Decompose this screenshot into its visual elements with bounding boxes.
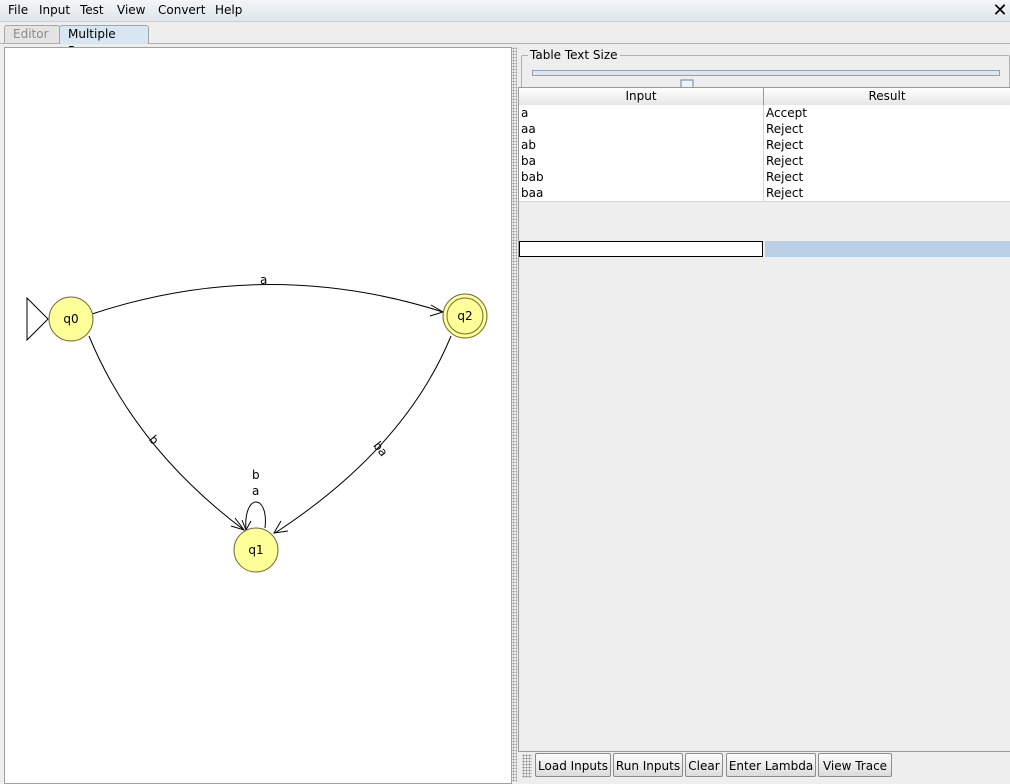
- result-cell-selected[interactable]: [765, 241, 1010, 257]
- table-header: Input Result: [519, 88, 1010, 106]
- result-cell: Reject: [766, 138, 804, 152]
- arrowhead-q2-q1: [273, 520, 289, 534]
- tab-editor[interactable]: Editor: [4, 25, 60, 43]
- menu-view[interactable]: View: [117, 3, 146, 17]
- input-cell[interactable]: a: [519, 105, 764, 121]
- split-pane-divider[interactable]: [512, 47, 517, 782]
- transition-label-q2-q1: ba: [370, 439, 390, 459]
- transition-q0-q2: [91, 284, 444, 315]
- menu-bar: File Input Test View Convert Help ✕: [0, 0, 1010, 22]
- transition-q0-q1: [88, 335, 245, 531]
- state-q0: q0: [48, 296, 94, 342]
- input-cell[interactable]: ba: [519, 153, 764, 169]
- arrowhead-q0-q1: [230, 517, 246, 531]
- state-label-q2: q2: [457, 309, 472, 323]
- clear-button[interactable]: Clear: [685, 753, 723, 777]
- table-text-size-legend: Table Text Size: [528, 48, 620, 62]
- input-cell[interactable]: bab: [519, 169, 764, 185]
- menu-input[interactable]: Input: [39, 3, 71, 17]
- view-trace-button[interactable]: View Trace: [818, 753, 892, 777]
- transition-q2-q1: [274, 335, 452, 534]
- result-cell: Accept: [766, 106, 807, 120]
- input-cell[interactable]: baa: [519, 185, 764, 201]
- table-text-size-group: Table Text Size: [521, 48, 1010, 93]
- menu-file[interactable]: File: [8, 3, 29, 17]
- input-cell[interactable]: ab: [519, 137, 764, 153]
- menu-test[interactable]: Test: [80, 3, 104, 17]
- loop-label-b: b: [252, 468, 260, 482]
- column-header-result[interactable]: Result: [868, 89, 906, 103]
- result-cell: Reject: [766, 186, 804, 200]
- result-cell: Reject: [766, 154, 804, 168]
- run-inputs-button[interactable]: Run Inputs: [613, 753, 683, 777]
- column-header-input[interactable]: Input: [519, 88, 764, 105]
- enter-lambda-button[interactable]: Enter Lambda: [726, 753, 816, 777]
- state-label-q0: q0: [63, 312, 78, 326]
- menu-help[interactable]: Help: [215, 3, 243, 17]
- input-cell-editor[interactable]: [519, 241, 763, 257]
- tab-bar: Editor Multiple Run: [0, 21, 1010, 58]
- state-label-q1: q1: [248, 543, 263, 557]
- tab-multiple-run[interactable]: Multiple Run: [59, 25, 149, 58]
- menu-convert[interactable]: Convert: [158, 3, 206, 17]
- load-inputs-button[interactable]: Load Inputs: [535, 753, 611, 777]
- automaton-canvas[interactable]: a b ba b a q0 q2 q1: [4, 47, 512, 784]
- state-q1: q1: [233, 527, 279, 573]
- automaton-diagram: a b ba b a q0 q2 q1: [26, 273, 488, 573]
- close-icon[interactable]: ✕: [992, 0, 1008, 21]
- table-edit-row: [519, 241, 1010, 257]
- loop-label-a: a: [252, 484, 259, 498]
- input-cell[interactable]: aa: [519, 121, 764, 137]
- state-q2: q2: [442, 293, 488, 339]
- table-text-size-slider[interactable]: [532, 70, 1000, 93]
- arrowhead-q0-q2: [429, 304, 445, 317]
- toolbar-grip[interactable]: [522, 754, 532, 778]
- initial-state-marker: [26, 296, 49, 342]
- transition-q1-loop: [245, 501, 266, 531]
- button-toolbar: Load Inputs Run Inputs Clear Enter Lambd…: [518, 750, 1010, 782]
- result-cell: Reject: [766, 122, 804, 136]
- transition-label-q0-q2: a: [260, 273, 267, 287]
- result-cell: Reject: [766, 170, 804, 184]
